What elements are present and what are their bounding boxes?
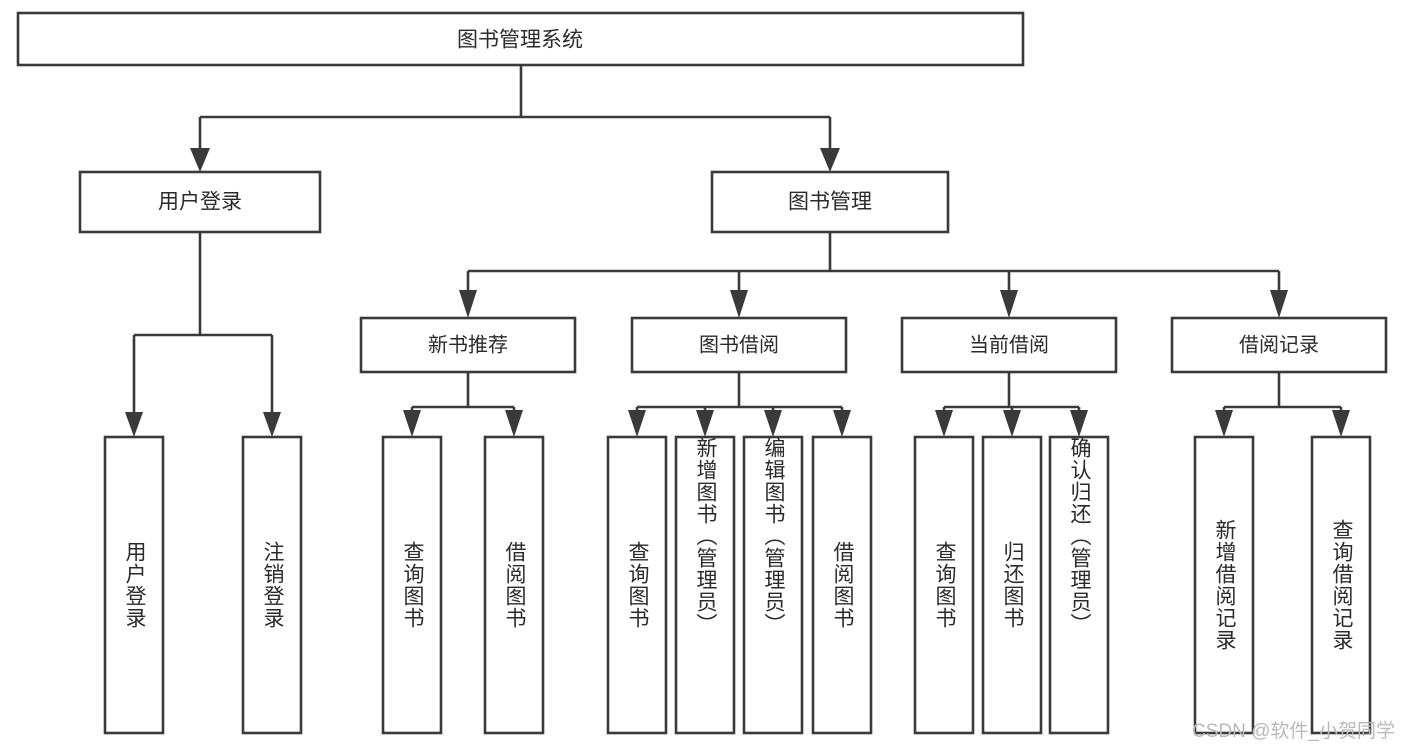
borrow-records-label: 借阅记录 [1239, 333, 1319, 356]
leaf-box-bb-query-book[interactable] [606, 435, 668, 735]
leaf-box-cb-return-book[interactable] [981, 435, 1043, 735]
node-new-book-recommend[interactable]: 新书推荐 [359, 316, 577, 374]
book-manage-label: 图书管理 [788, 191, 872, 214]
leaf-box-bb-edit-book[interactable] [742, 435, 804, 735]
leaf-box-user-login[interactable] [103, 435, 165, 735]
root-label: 图书管理系统 [457, 29, 583, 52]
node-user-login[interactable]: 用户登录 [78, 170, 322, 234]
connector-borrow-records-to-leaves [1215, 372, 1350, 437]
arrow-bb-leaf-2 [696, 410, 714, 437]
arrow-to-book-borrow [730, 290, 748, 318]
book-borrow-label: 图书借阅 [699, 333, 779, 356]
node-book-borrow[interactable]: 图书借阅 [630, 316, 848, 374]
arrow-br-leaf-1 [1215, 410, 1233, 437]
leaf-box-nbr-borrow-book[interactable] [483, 435, 545, 735]
arrow-cb-leaf-2 [1003, 410, 1021, 437]
connector-book-borrow-to-leaves [628, 372, 851, 437]
node-book-manage[interactable]: 图书管理 [710, 170, 950, 234]
root-box[interactable] [16, 11, 1025, 67]
leaf-box-br-query-record[interactable] [1310, 435, 1372, 735]
node-borrow-records[interactable]: 借阅记录 [1170, 316, 1388, 374]
connector-user-login-to-leaves [125, 232, 281, 437]
leaf-box-bb-add-book[interactable] [674, 435, 736, 735]
leaf-box-br-add-record[interactable] [1193, 435, 1255, 735]
new-book-recommend-label: 新书推荐 [428, 333, 508, 356]
arrow-cb-leaf-1 [935, 410, 953, 437]
borrow-records-box[interactable] [1170, 316, 1388, 374]
current-borrow-label: 当前借阅 [969, 333, 1049, 356]
node-root[interactable]: 图书管理系统 [16, 11, 1025, 67]
watermark-text: CSDN @软件_小贺同学 [1192, 721, 1395, 742]
arrow-br-leaf-2 [1332, 410, 1350, 437]
arrow-bb-leaf-1 [628, 410, 646, 437]
arrow-to-leaf-logout [263, 412, 281, 437]
connector-current-borrow-to-leaves [935, 372, 1088, 437]
connector-new-book-recommend-to-leaves [403, 372, 523, 437]
book-manage-box[interactable] [710, 170, 950, 234]
arrow-to-current-borrow [1000, 290, 1018, 318]
arrow-cb-leaf-3 [1070, 410, 1088, 437]
leaf-box-bb-borrow-book[interactable] [811, 435, 873, 735]
leaf-box-cb-query-book[interactable] [913, 435, 975, 735]
new-book-recommend-box[interactable] [359, 316, 577, 374]
current-borrow-box[interactable] [900, 316, 1118, 374]
user-login-label: 用户登录 [158, 191, 242, 214]
arrow-to-borrow-records [1270, 290, 1288, 318]
leaf-box-nbr-query-book[interactable] [381, 435, 443, 735]
arrow-to-leaf-user-login [125, 412, 143, 437]
arrow-bb-leaf-4 [833, 410, 851, 437]
connector-book-manage-to-level3 [459, 232, 1288, 318]
leaf-box-logout[interactable] [241, 435, 303, 735]
arrow-to-user-login [190, 148, 210, 172]
arrow-nbr-leaf-2 [505, 410, 523, 437]
arrow-nbr-leaf-1 [403, 410, 421, 437]
connector-root-to-level2 [190, 65, 840, 172]
arrow-to-new-book-recommend [459, 290, 477, 318]
node-current-borrow[interactable]: 当前借阅 [900, 316, 1118, 374]
arrow-to-book-manage [820, 148, 840, 172]
arrow-bb-leaf-3 [764, 410, 782, 437]
book-borrow-box[interactable] [630, 316, 848, 374]
leaf-box-cb-confirm-return[interactable] [1048, 435, 1110, 735]
